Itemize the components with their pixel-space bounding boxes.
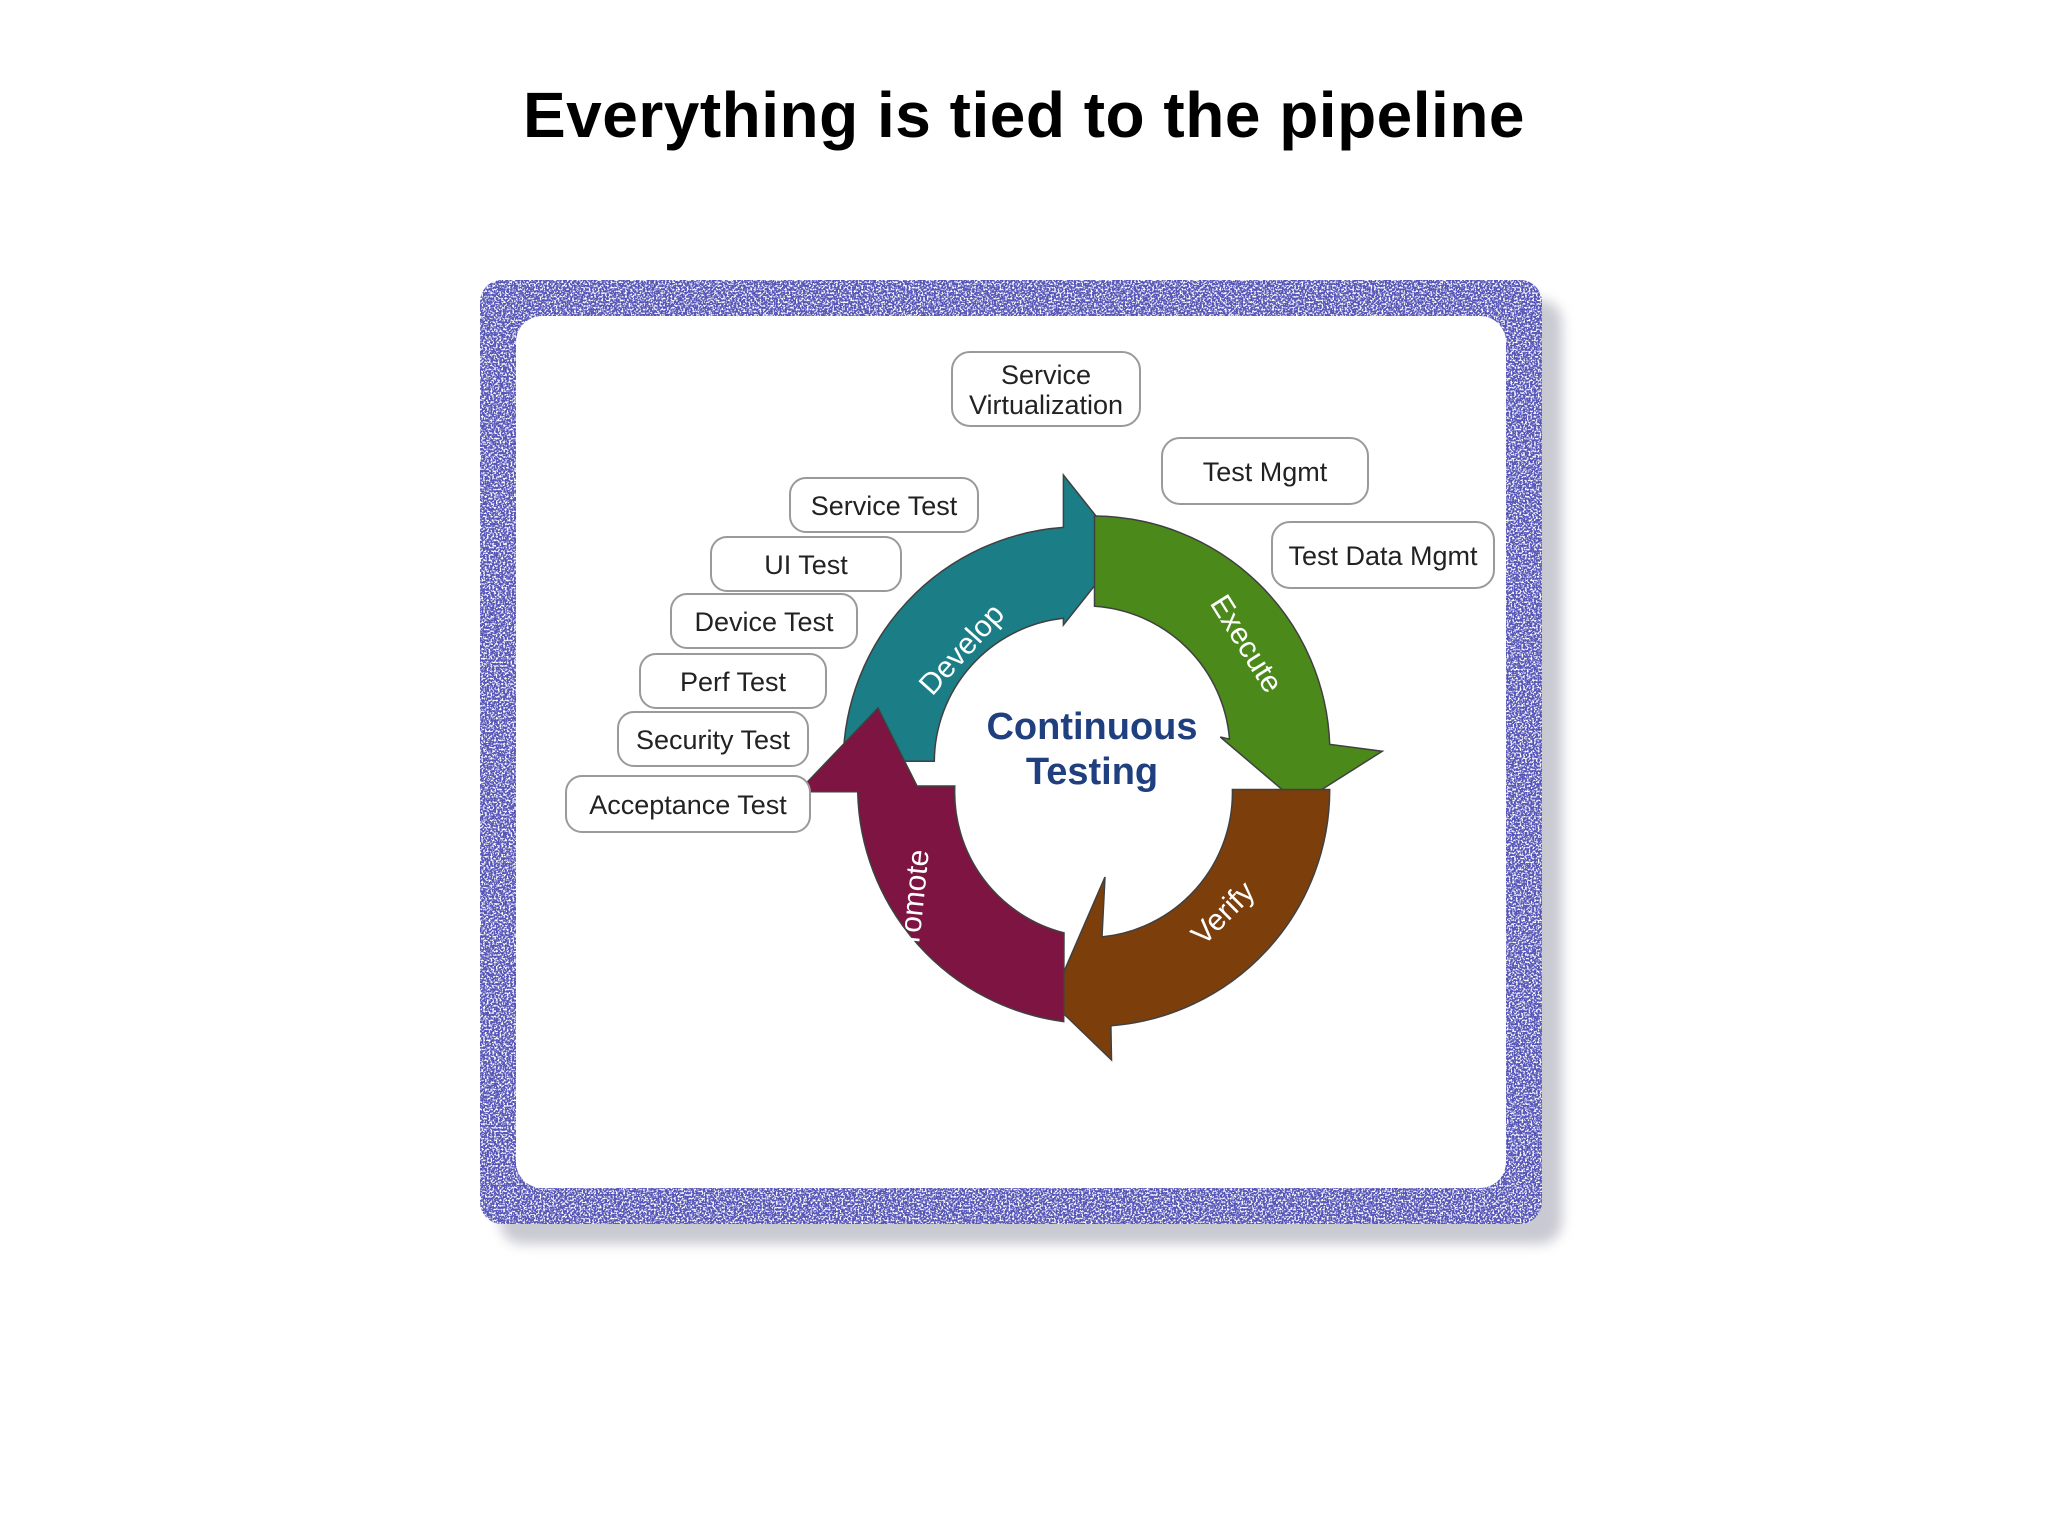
pill-ui-test: UI Test bbox=[710, 536, 902, 592]
continuous-testing-figure: Develop Execute Verify Promote Continuou… bbox=[480, 280, 1542, 1224]
pill-service-virtualization-line1: Service bbox=[1001, 360, 1091, 390]
pill-acceptance-test: Acceptance Test bbox=[565, 775, 811, 833]
slide-title: Everything is tied to the pipeline bbox=[522, 79, 1526, 151]
pill-service-test-label: Service Test bbox=[811, 491, 958, 521]
pill-test-data-mgmt-label: Test Data Mgmt bbox=[1288, 541, 1478, 571]
pill-service-virtualization: Service Virtualization bbox=[951, 351, 1141, 427]
pill-service-virtualization-line2: Virtualization bbox=[969, 390, 1123, 420]
continuous-testing-diagram: Develop Execute Verify Promote Continuou… bbox=[480, 280, 1542, 1224]
pill-test-mgmt-label: Test Mgmt bbox=[1203, 457, 1328, 487]
pill-ui-test-label: UI Test bbox=[764, 550, 848, 580]
cycle-ring bbox=[796, 472, 1385, 1062]
pill-device-test-label: Device Test bbox=[694, 607, 834, 637]
pill-perf-test: Perf Test bbox=[639, 653, 827, 709]
center-title-line1: Continuous bbox=[986, 706, 1197, 748]
pill-security-test: Security Test bbox=[617, 711, 809, 767]
pill-perf-test-label: Perf Test bbox=[680, 667, 787, 697]
pill-acceptance-test-label: Acceptance Test bbox=[589, 790, 787, 820]
pill-security-test-label: Security Test bbox=[636, 725, 791, 755]
pill-test-data-mgmt: Test Data Mgmt bbox=[1271, 521, 1495, 589]
stage-promote-arrow bbox=[796, 706, 1065, 1023]
stage-develop-arrow bbox=[842, 472, 1124, 763]
stage-verify-arrow bbox=[1050, 788, 1331, 1062]
pill-device-test: Device Test bbox=[670, 593, 858, 649]
center-title-line2: Testing bbox=[1026, 751, 1158, 793]
stage-execute-arrow bbox=[1093, 515, 1385, 805]
pill-test-mgmt: Test Mgmt bbox=[1161, 437, 1369, 505]
pill-service-test: Service Test bbox=[789, 477, 979, 533]
